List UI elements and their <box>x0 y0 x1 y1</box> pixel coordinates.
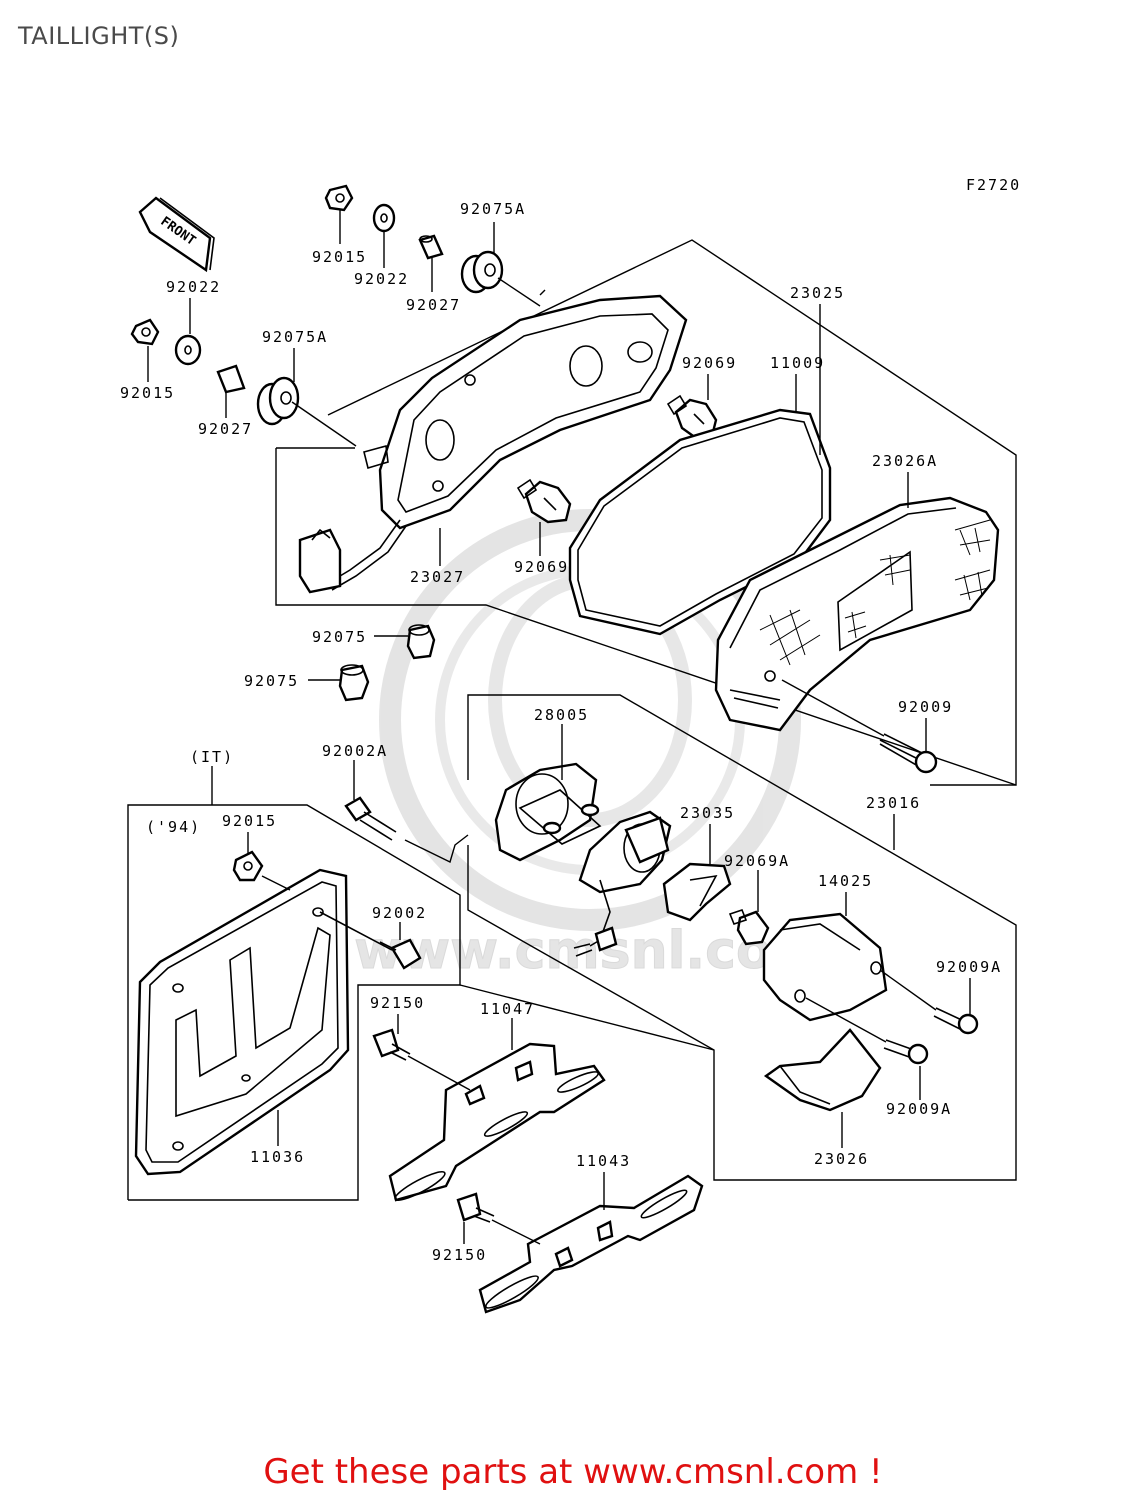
screw-92009 <box>781 679 938 774</box>
part-label[interactable]: 23016 <box>866 794 921 812</box>
leader-grommet-top <box>497 277 541 307</box>
bulb-92069a <box>728 909 770 946</box>
washer-92022-top <box>372 203 396 233</box>
part-label[interactable]: 92009 <box>898 698 953 716</box>
part-label[interactable]: 23026 <box>814 1150 869 1168</box>
page-title: TAILLIGHT(S) <box>18 22 180 50</box>
part-label[interactable]: 23026A <box>872 452 938 470</box>
part-label[interactable]: 92009A <box>886 1100 952 1118</box>
housing-23027 <box>298 294 688 594</box>
part-label[interactable]: 92069 <box>682 354 737 372</box>
bulb-92069-right <box>666 394 718 440</box>
part-label[interactable]: 92015 <box>120 384 175 402</box>
footer-promo-link[interactable]: Get these parts at www.cmsnl.com ! <box>263 1452 883 1492</box>
clip-23035 <box>662 862 732 922</box>
cap-92075-upper <box>406 624 436 660</box>
grommet-92075a-left <box>256 376 300 426</box>
group-frame-it <box>127 804 461 1201</box>
part-label[interactable]: 23035 <box>680 804 735 822</box>
bulb-92069-left <box>516 478 572 524</box>
group-frame-23016 <box>467 694 1017 1181</box>
lens-23026a <box>714 496 1000 732</box>
bracket-11047 <box>388 1042 606 1202</box>
collar-92027-top <box>418 234 444 260</box>
nut-92015-top <box>324 184 354 212</box>
part-label[interactable]: 92075 <box>244 672 299 690</box>
part-label[interactable]: 92002A <box>322 742 388 760</box>
part-label[interactable]: 11036 <box>250 1148 305 1166</box>
part-label[interactable]: 92027 <box>406 296 461 314</box>
group-label-italy: (IT) <box>190 748 234 766</box>
license-plate-bracket-11036 <box>134 868 350 1176</box>
part-label[interactable]: 92069A <box>724 852 790 870</box>
part-label[interactable]: 92022 <box>354 270 409 288</box>
leader-grommet-left <box>291 401 357 447</box>
leader-lines <box>147 210 971 1244</box>
bolt-92150-upper <box>372 1028 471 1091</box>
exploded-parts-diagram: www.cmsnl.com F2720 FRONT <box>120 176 1021 1314</box>
socket-holder-28005 <box>494 762 602 862</box>
part-label[interactable]: 92075A <box>460 200 526 218</box>
nut-92015-left <box>130 318 160 346</box>
lens-14025 <box>762 912 888 1022</box>
frame-links <box>404 834 715 1051</box>
part-label[interactable]: 92022 <box>166 278 221 296</box>
part-label[interactable]: 92075A <box>262 328 328 346</box>
part-label[interactable]: 92150 <box>370 994 425 1012</box>
gasket-11009 <box>568 408 832 636</box>
group-label-year: ('94) <box>146 818 201 836</box>
part-label[interactable]: 92009A <box>936 958 1002 976</box>
part-label[interactable]: 14025 <box>818 872 873 890</box>
cap-92075-lower <box>338 664 370 702</box>
part-label[interactable]: 11047 <box>480 1000 535 1018</box>
bracket-11043 <box>478 1174 704 1314</box>
part-label[interactable]: 23025 <box>790 284 845 302</box>
front-direction-arrow: FRONT <box>138 196 215 273</box>
screw-92009a-upper <box>879 969 979 1035</box>
part-label[interactable]: 92027 <box>198 420 253 438</box>
socket-23035-assembly <box>573 810 672 957</box>
screw-92009a-lower <box>805 997 929 1065</box>
part-label[interactable]: 92075 <box>312 628 367 646</box>
part-label[interactable]: 11043 <box>576 1152 631 1170</box>
bolt-92002a <box>344 796 397 841</box>
part-label[interactable]: 92015 <box>312 248 367 266</box>
bolt-92150-lower <box>456 1192 541 1245</box>
washer-92022-left <box>174 334 202 366</box>
cover-23026 <box>763 1028 882 1112</box>
part-label[interactable]: 28005 <box>534 706 589 724</box>
part-label[interactable]: 92150 <box>432 1246 487 1264</box>
part-label[interactable]: 92015 <box>222 812 277 830</box>
collar-92027-left <box>216 364 246 394</box>
part-label[interactable]: 92069 <box>514 558 569 576</box>
part-label[interactable]: 92002 <box>372 904 427 922</box>
part-number-labels: 92015 92022 92027 92075A 92022 92015 920… <box>120 200 1002 1264</box>
figure-code: F2720 <box>966 176 1021 194</box>
grommet-92075a-top <box>460 250 504 294</box>
part-label[interactable]: 11009 <box>770 354 825 372</box>
part-label[interactable]: 23027 <box>410 568 465 586</box>
nut-92015-it <box>232 850 291 891</box>
bolt-92002 <box>319 911 422 970</box>
